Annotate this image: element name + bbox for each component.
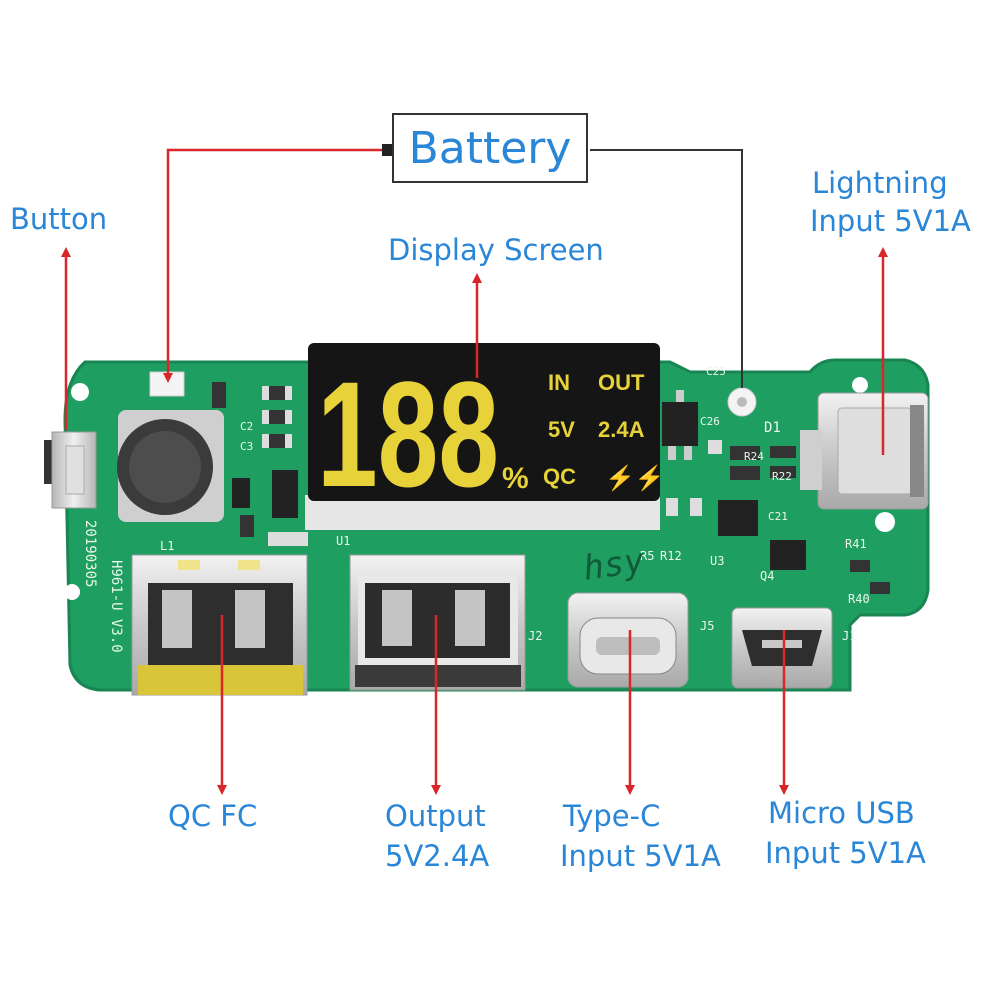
display-screen-label: Display Screen [388, 233, 604, 267]
output-usb-port [349, 554, 526, 691]
ic-chips [662, 390, 890, 594]
lcd-in: IN [548, 370, 570, 395]
lcd-qc: QC [543, 464, 576, 489]
battery-label-box: Battery [392, 113, 588, 183]
silk-c3: C3 [240, 440, 253, 453]
qc-usb-port [131, 554, 308, 696]
inductor-coil-top [129, 431, 201, 503]
lcd-percent: % [502, 462, 529, 495]
mount-hole [852, 377, 868, 393]
smd-capacitors [212, 382, 308, 546]
microusb-label-line1: Micro USB [768, 796, 915, 830]
silk-u1: U1 [336, 534, 350, 548]
mount-hole [64, 584, 80, 600]
silk-r24: R24 [744, 450, 764, 463]
qc-fc-label: QC FC [168, 799, 258, 833]
silk-l1: L1 [160, 539, 174, 553]
side-button [44, 431, 97, 509]
lcd-out: OUT [598, 370, 645, 395]
silk-c25: C25 [706, 365, 726, 378]
mount-hole [875, 512, 895, 532]
lcd-5v: 5V [548, 417, 575, 442]
silk-brand: hsy [581, 541, 648, 589]
typec-label-line2: Input 5V1A [560, 839, 721, 873]
mount-hole [71, 383, 89, 401]
silk-u3: U3 [710, 554, 724, 568]
silk-j1: J1 [842, 629, 856, 643]
micro-usb-port [731, 607, 833, 689]
silk-date: 20190305 [82, 520, 98, 587]
annotation-arrows [61, 148, 888, 795]
battery-pad-positive [149, 371, 185, 397]
lcd-digits: 188 [317, 350, 499, 518]
battery-connector-dot [382, 144, 392, 156]
silk-r40: R40 [848, 592, 870, 606]
silk-c2: C2 [240, 420, 253, 433]
lightning-connector [800, 392, 929, 510]
silk-version: H961-U V3.0 [108, 560, 124, 653]
battery-label: Battery [408, 122, 572, 174]
silk-d1: D1 [764, 420, 781, 436]
typec-port [567, 592, 689, 688]
lcd-bolt-icons: ⚡⚡ [605, 464, 665, 492]
lcd-2-4a: 2.4A [598, 417, 645, 442]
button-label: Button [10, 202, 108, 236]
battery-negative-line [590, 149, 743, 388]
microusb-label-line2: Input 5V1A [765, 836, 926, 870]
silk-r41: R41 [845, 537, 867, 551]
battery-pad-hole [737, 397, 747, 407]
lcd-screen [308, 343, 660, 501]
silk-j2: J2 [528, 629, 542, 643]
output-label-line1: Output [385, 799, 486, 833]
silk-r5: R5 [640, 549, 654, 563]
lightning-label-line2: Input 5V1A [810, 204, 971, 238]
typec-label-line1: Type-C [563, 799, 661, 833]
silk-q4: Q4 [760, 569, 774, 583]
silk-c26: C26 [700, 415, 720, 428]
silk-j5: J5 [700, 619, 714, 633]
silk-c21: C21 [768, 510, 788, 523]
lightning-label-line1: Lightning [812, 166, 948, 200]
silk-r22: R22 [772, 470, 792, 483]
silk-r12: R12 [660, 549, 682, 563]
output-label-line2: 5V2.4A [385, 839, 490, 873]
